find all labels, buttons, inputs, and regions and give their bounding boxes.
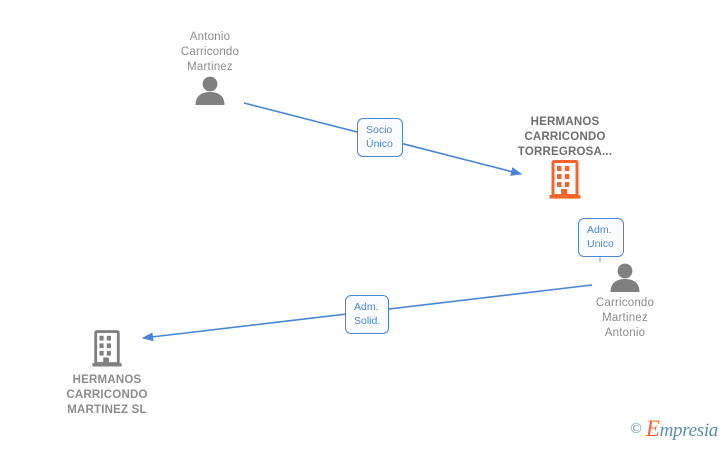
node-person-antonio-carricondo-martinez[interactable]: Antonio Carricondo Martinez xyxy=(148,30,272,105)
empresia-watermark: © Empresia xyxy=(630,416,718,442)
node-label: Carricondo Martinez Antonio xyxy=(595,297,655,339)
building-icon xyxy=(45,330,169,368)
node-label: HERMANOS CARRICONDO TORREGROSA... xyxy=(517,116,613,158)
edge-label-adm-solid[interactable]: Adm. Solid. xyxy=(345,295,389,334)
node-label: HERMANOS CARRICONDO MARTINEZ SL xyxy=(66,374,148,416)
node-company-hermanos-carricondo-torregrosa[interactable]: HERMANOS CARRICONDO TORREGROSA... xyxy=(488,115,642,200)
node-label: Antonio Carricondo Martinez xyxy=(180,31,240,73)
person-icon xyxy=(570,262,680,292)
person-icon xyxy=(148,75,272,105)
copyright-icon: © xyxy=(630,420,642,437)
brand-name: Empresia xyxy=(646,416,718,442)
node-company-hermanos-carricondo-martinez-sl[interactable]: HERMANOS CARRICONDO MARTINEZ SL xyxy=(45,330,169,418)
edge-label-adm-unico[interactable]: Adm. Unico xyxy=(578,218,624,257)
building-icon xyxy=(488,160,642,200)
brand-rest: mpresia xyxy=(659,420,719,441)
edge-label-socio-unico[interactable]: Socio Único xyxy=(357,118,403,157)
brand-initial: E xyxy=(645,416,660,441)
node-person-carricondo-martinez-antonio[interactable]: Carricondo Martinez Antonio xyxy=(570,262,680,341)
